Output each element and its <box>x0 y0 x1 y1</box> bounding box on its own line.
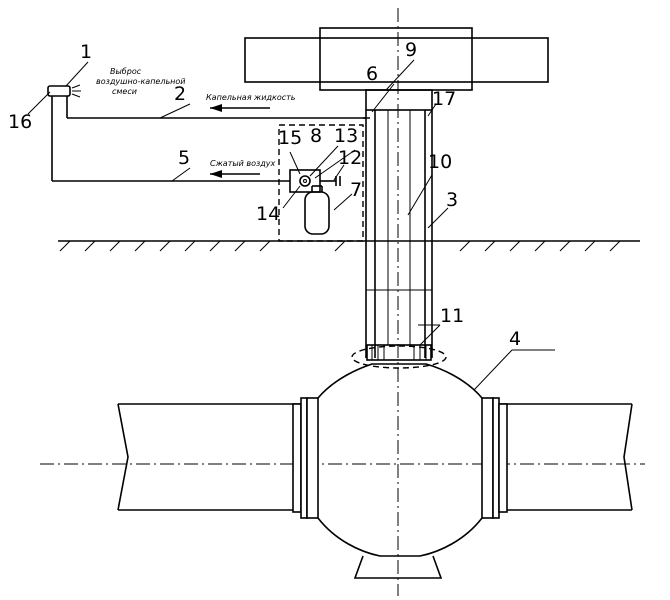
compressed-air-label: Сжатый воздух <box>210 159 276 168</box>
label-4: 4 <box>509 328 521 350</box>
label-14: 14 <box>256 203 280 225</box>
label-7: 7 <box>350 179 362 201</box>
emission-label-2: воздушно-капельной <box>96 77 186 86</box>
actuator <box>244 27 549 91</box>
annotations: Выброс воздушно-капельной смеси Капельна… <box>96 67 296 168</box>
flow-arrows <box>210 104 270 178</box>
label-13: 13 <box>334 125 358 147</box>
emission-label-3: смеси <box>112 87 137 96</box>
pipeline <box>40 403 645 511</box>
label-11: 11 <box>440 305 464 327</box>
ground-line <box>58 240 640 252</box>
label-3: 3 <box>446 189 458 211</box>
label-6: 6 <box>366 63 378 85</box>
label-8: 8 <box>310 125 322 147</box>
emission-label-1: Выброс <box>110 67 142 76</box>
leader-lines <box>27 59 555 391</box>
valve-body <box>292 363 508 579</box>
label-2: 2 <box>174 83 186 105</box>
label-17: 17 <box>432 88 456 110</box>
stem-column <box>365 89 433 358</box>
pipelines-small <box>51 96 370 182</box>
label-1: 1 <box>80 41 92 63</box>
callout-labels: 1 2 3 4 5 6 7 8 9 10 11 12 13 14 15 16 1… <box>8 39 521 350</box>
label-9: 9 <box>405 39 417 61</box>
seal-ring <box>351 344 447 369</box>
label-16: 16 <box>8 111 32 133</box>
spray-nozzle-icon <box>47 84 81 98</box>
label-12: 12 <box>338 147 362 169</box>
label-15: 15 <box>278 127 302 149</box>
drip-liquid-label: Капельная жидкость <box>206 93 296 102</box>
label-5: 5 <box>178 147 190 169</box>
label-10: 10 <box>428 151 452 173</box>
